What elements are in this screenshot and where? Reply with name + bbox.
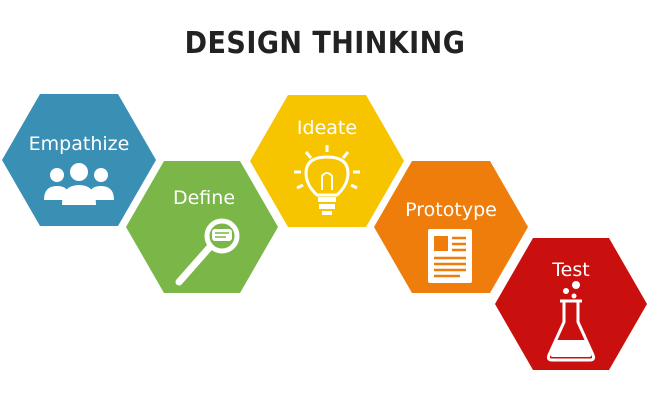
hex-ideate [250,95,404,227]
magnifier-icon [175,218,240,286]
hex-empathize [2,94,156,226]
hex-prototype [374,161,528,293]
flask-icon [546,281,596,362]
stage-label-define: Define [173,187,235,209]
lightbulb-icon [294,145,360,215]
stage-ideate: Ideate [250,95,404,227]
hex-define [126,161,278,293]
stage-test: Test [495,238,647,370]
stage-prototype: Prototype [374,161,528,293]
stage-empathize: Empathize [2,94,156,226]
hex-test [495,238,647,370]
diagram-title: DESIGN THINKING [184,26,466,61]
document-icon [428,229,472,283]
stage-label-ideate: Ideate [297,117,357,139]
people-icon [44,163,114,205]
stage-define: Define [126,161,278,293]
stage-label-empathize: Empathize [29,133,130,155]
stage-label-prototype: Prototype [405,199,497,221]
stage-label-test: Test [551,259,589,281]
